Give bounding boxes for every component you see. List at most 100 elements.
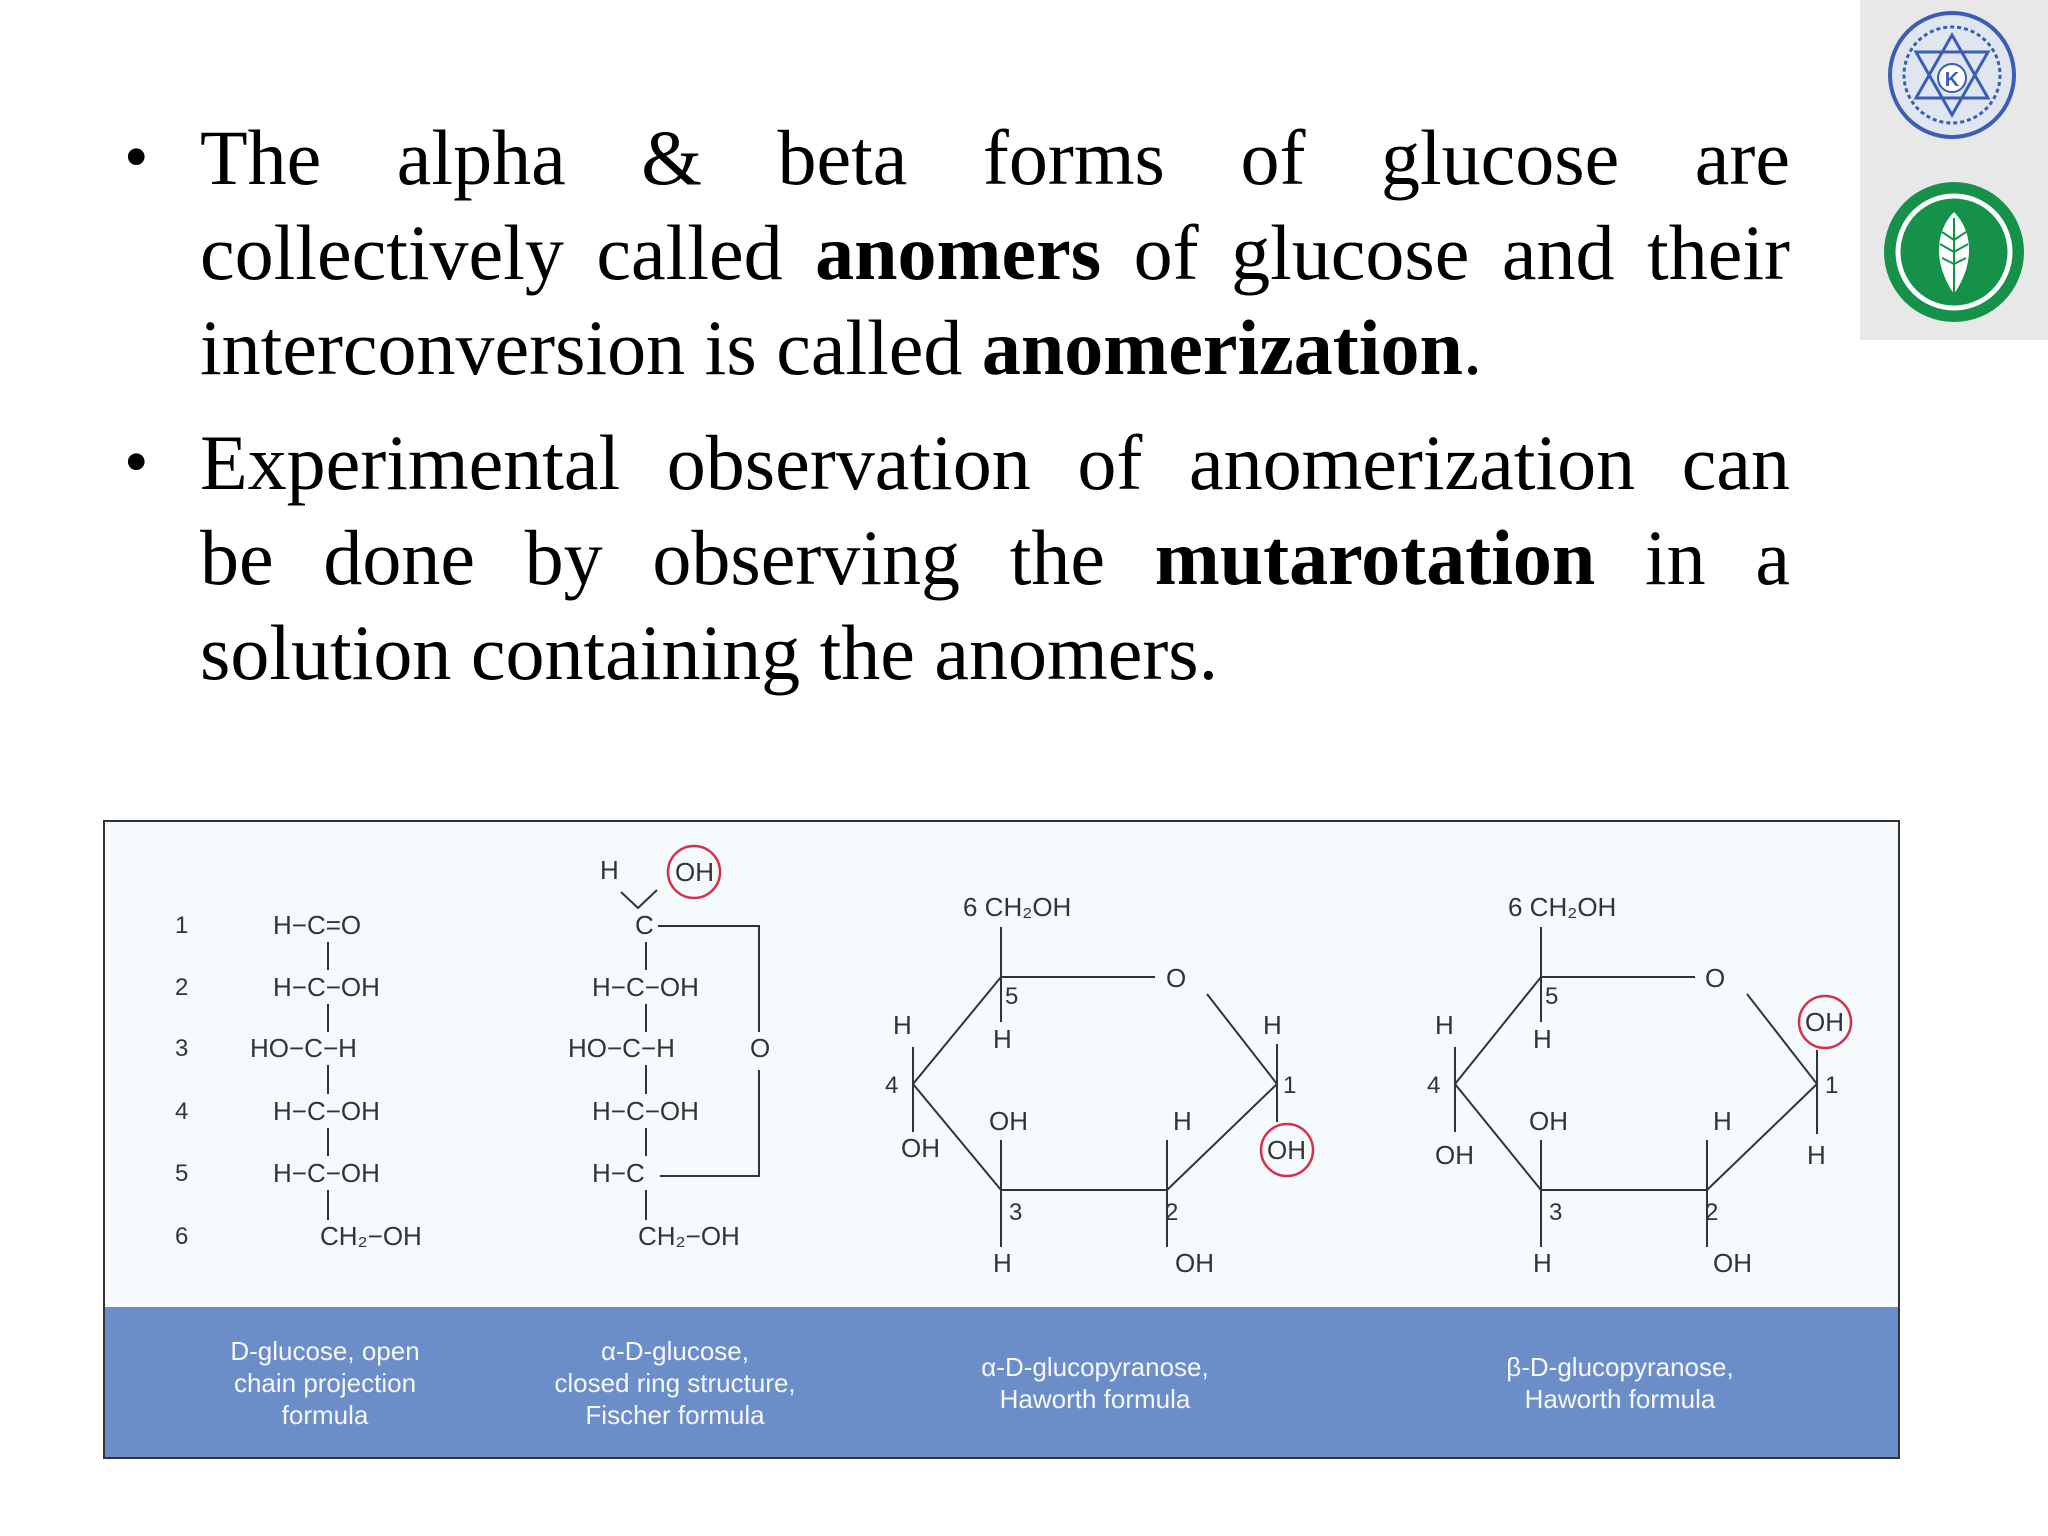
beta-c5-label: 5 (1545, 983, 1558, 1010)
bullet-text: Experimental observation of anomerizatio… (200, 419, 1790, 506)
beta-h5: H (1533, 1024, 1552, 1054)
row-number: 5 (175, 1160, 188, 1187)
logo-panel: K (1860, 0, 2048, 340)
beta-h3: H (1533, 1248, 1552, 1278)
alpha-c2-label: 2 (1165, 1199, 1178, 1226)
bullet-text: interconversion is called (200, 304, 982, 391)
bullet-text: . (1462, 304, 1483, 391)
open-chain-structure: H−C=O H−C−OH HO−C−H H−C−OH H−C−OH CH₂−OH (250, 910, 422, 1251)
alpha-h5: H (993, 1024, 1012, 1054)
row-number: 1 (175, 912, 188, 939)
fischer-top-oh: OH (675, 857, 714, 887)
row-number: 3 (175, 1035, 188, 1062)
fischer-c1: C (635, 910, 654, 940)
bullet-text: The alpha & beta forms of glucose are (200, 114, 1790, 201)
alpha-c3-label: 3 (1009, 1199, 1022, 1226)
alpha-oh1: OH (1267, 1135, 1306, 1165)
open-chain-c1: H−C=O (273, 910, 361, 940)
bullet-line: collectively called anomers of glucose a… (200, 205, 1790, 300)
bullet-line: The alpha & beta forms of glucose are (200, 110, 1790, 205)
beta-h4: H (1435, 1010, 1454, 1040)
row-number: 6 (175, 1223, 188, 1250)
fischer-ring-structure: H OH C H−C−OH HO−C−H H−C−OH H−C CH₂−OH O (568, 844, 770, 1251)
alpha-c4-label: 4 (885, 1072, 898, 1099)
university-seal-logo: K (1888, 11, 2016, 139)
structures-drawing: 1 2 3 4 5 6 H−C=O H−C−OH HO−C−H H−C−OH H… (175, 844, 1853, 1278)
alpha-ch2oh: 6 CH₂OH (963, 892, 1071, 922)
alpha-h4: H (893, 1010, 912, 1040)
bullet-text: be done by observing the (200, 514, 1155, 601)
bold-term: anomers (815, 209, 1102, 296)
alpha-c1-label: 1 (1283, 1072, 1296, 1099)
caption-alpha-haworth: α-D-glucopyranose, Haworth formula (945, 1351, 1245, 1415)
fischer-ring-o: O (750, 1033, 770, 1063)
caption-line: Fischer formula (585, 1400, 765, 1430)
beta-ch2oh: 6 CH₂OH (1508, 892, 1616, 922)
open-chain-c4: H−C−OH (273, 1096, 380, 1126)
alpha-h3: H (993, 1248, 1012, 1278)
fischer-c6: CH₂−OH (638, 1221, 740, 1251)
alpha-ring-o: O (1166, 963, 1186, 993)
highlight-circle (1259, 1122, 1315, 1178)
bullet-text: collectively called (200, 209, 816, 296)
bold-term: anomerization (981, 304, 1463, 391)
beta-h2: H (1713, 1106, 1732, 1136)
caption-fischer: α-D-glucose, closed ring structure, Fisc… (525, 1335, 825, 1431)
alpha-h2: H (1173, 1106, 1192, 1136)
beta-c4-label: 4 (1427, 1072, 1440, 1099)
beta-oh2: OH (1713, 1248, 1752, 1278)
bullet-item: • Experimental observation of anomerizati… (110, 415, 1790, 700)
alpha-haworth-structure: 6 CH₂OH O 5 H H 4 OH OH 3 H H 2 OH H 1 O… (885, 892, 1315, 1278)
highlight-circle (1797, 994, 1853, 1050)
caption-line: β-D-glucopyranose, (1506, 1352, 1734, 1382)
glucose-structures-figure: 1 2 3 4 5 6 H−C=O H−C−OH HO−C−H H−C−OH H… (103, 820, 1900, 1459)
beta-c2-label: 2 (1705, 1199, 1718, 1226)
beta-c3-label: 3 (1549, 1199, 1562, 1226)
open-chain-c5: H−C−OH (273, 1158, 380, 1188)
alpha-oh4: OH (901, 1133, 940, 1163)
leaf-emblem-logo (1884, 182, 2024, 322)
bullet-marker: • (124, 119, 149, 196)
caption-line: α-D-glucose, (601, 1336, 749, 1366)
caption-line: Haworth formula (1524, 1384, 1716, 1414)
beta-haworth-structure: 6 CH₂OH O 5 H H 4 OH OH 3 H H 2 OH OH 1 … (1427, 892, 1853, 1278)
beta-oh3: OH (1529, 1106, 1568, 1136)
bullet-text: solution containing the anomers. (200, 609, 1219, 696)
bullet-text: in a (1595, 514, 1791, 601)
bullet-marker: • (124, 424, 149, 501)
bullet-line: be done by observing the mutarotation in… (200, 510, 1790, 605)
fischer-c5: H−C (592, 1158, 645, 1188)
caption-line: closed ring structure, (554, 1368, 796, 1398)
caption-beta-haworth: β-D-glucopyranose, Haworth formula (1470, 1351, 1770, 1415)
row-number: 2 (175, 974, 188, 1001)
fischer-c4: H−C−OH (592, 1096, 699, 1126)
alpha-oh3: OH (989, 1106, 1028, 1136)
caption-line: formula (281, 1400, 369, 1430)
open-chain-c3: HO−C−H (250, 1033, 357, 1063)
caption-line: Haworth formula (999, 1384, 1191, 1414)
alpha-oh2: OH (1175, 1248, 1214, 1278)
bullet-line: interconversion is called anomerization. (200, 300, 1790, 395)
highlight-circle (666, 844, 722, 900)
beta-oh4: OH (1435, 1140, 1474, 1170)
caption-line: α-D-glucopyranose, (981, 1352, 1209, 1382)
seal-letter: K (1945, 69, 1960, 91)
caption-line: D-glucose, open (230, 1336, 420, 1366)
caption-open-chain: D-glucose, open chain projection formula (205, 1335, 445, 1431)
beta-ring-o: O (1705, 963, 1725, 993)
caption-band: D-glucose, open chain projection formula… (105, 1307, 1898, 1457)
open-chain-c6: CH₂−OH (320, 1221, 422, 1251)
bullet-line: Experimental observation of anomerizatio… (200, 415, 1790, 510)
bullet-text: of glucose and their (1101, 209, 1790, 296)
open-chain-c2: H−C−OH (273, 972, 380, 1002)
fischer-c2: H−C−OH (592, 972, 699, 1002)
beta-c1-label: 1 (1825, 1072, 1838, 1099)
beta-oh1: OH (1805, 1007, 1844, 1037)
bullet-line: solution containing the anomers. (200, 605, 1790, 700)
bold-term: mutarotation (1154, 514, 1596, 601)
beta-h1: H (1807, 1140, 1826, 1170)
alpha-h1: H (1263, 1010, 1282, 1040)
fischer-top-h: H (600, 855, 619, 885)
